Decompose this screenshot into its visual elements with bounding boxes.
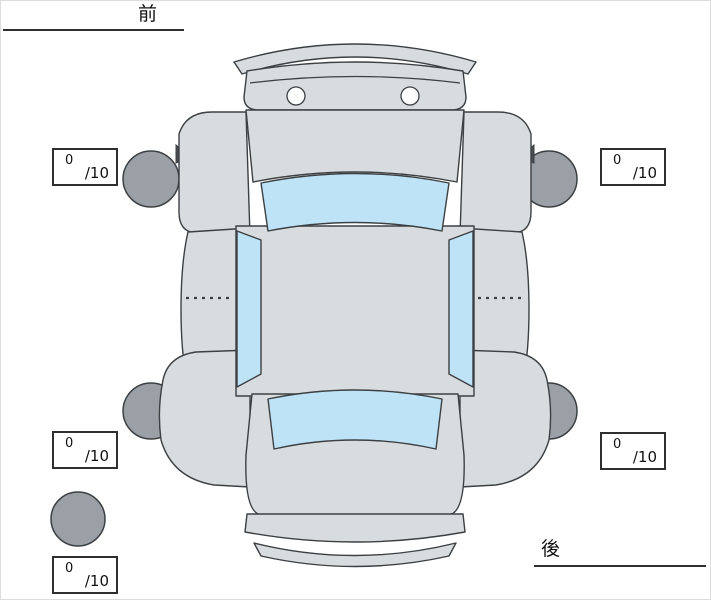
cabin-roof <box>235 225 475 397</box>
rear-label: 後 <box>541 538 561 560</box>
score-box-front-right: 0 /10 <box>600 148 666 186</box>
score-value: 0 <box>65 436 74 451</box>
fender-front-left <box>178 111 251 237</box>
score-denominator: /10 <box>632 448 657 466</box>
score-value: 0 <box>65 561 74 576</box>
spare-tire <box>50 491 106 547</box>
score-value: 0 <box>613 153 622 168</box>
hood <box>245 109 465 183</box>
rear-window <box>267 389 443 450</box>
windshield <box>260 172 450 232</box>
fender-rear-left <box>158 349 251 488</box>
rear-bumper <box>244 513 466 543</box>
side-glass-left <box>236 230 262 388</box>
tire-front-left <box>122 150 180 208</box>
rear-underline <box>534 565 706 567</box>
score-box-rear-right: 0 /10 <box>600 432 666 470</box>
score-denominator: /10 <box>84 447 109 465</box>
score-denominator: /10 <box>632 164 657 182</box>
score-denominator: /10 <box>84 572 109 590</box>
score-value: 0 <box>613 437 622 452</box>
score-value: 0 <box>65 153 74 168</box>
front-spoiler <box>233 43 477 75</box>
score-denominator: /10 <box>84 164 109 182</box>
headlamp-washer-left <box>286 86 306 106</box>
front-bumper-line <box>249 75 461 84</box>
fender-rear-right <box>459 349 552 488</box>
fender-front-right <box>459 111 532 237</box>
front-underline <box>3 29 184 31</box>
front-label: 前 <box>138 3 158 25</box>
side-glass-right <box>448 230 474 388</box>
score-box-rear-left: 0 /10 <box>52 431 118 469</box>
rear-spoiler <box>253 542 457 568</box>
front-bumper <box>243 61 467 111</box>
headlamp-washer-right <box>400 86 420 106</box>
score-box-front-left: 0 /10 <box>52 148 118 186</box>
score-box-spare: 0 /10 <box>52 556 118 594</box>
